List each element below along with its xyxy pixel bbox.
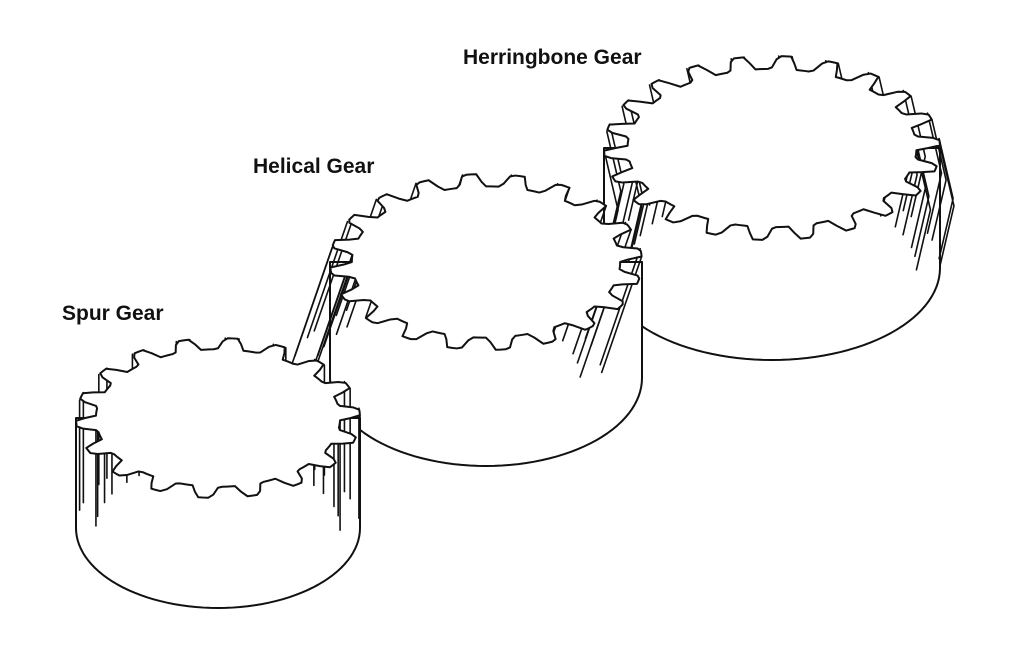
helical-tooth-edge — [311, 262, 353, 380]
herringbone-tooth-edge — [914, 135, 930, 258]
spur-top-face — [75, 337, 361, 499]
herringbone-tooth-edge — [939, 145, 955, 267]
herringbone-tooth-edge — [926, 112, 943, 234]
helical-tooth-edge — [294, 239, 336, 357]
helical-gear — [291, 173, 643, 467]
herringbone-tooth-edge — [938, 137, 954, 260]
herringbone-gear-label: Herringbone Gear — [463, 46, 642, 69]
helical-top-face — [329, 173, 643, 351]
spur-gear-label: Spur Gear — [62, 302, 164, 325]
helical-gear-label: Helical Gear — [253, 155, 375, 178]
spur-gear — [75, 337, 361, 609]
herringbone-gear — [603, 55, 955, 361]
herringbone-top-face — [603, 55, 941, 241]
